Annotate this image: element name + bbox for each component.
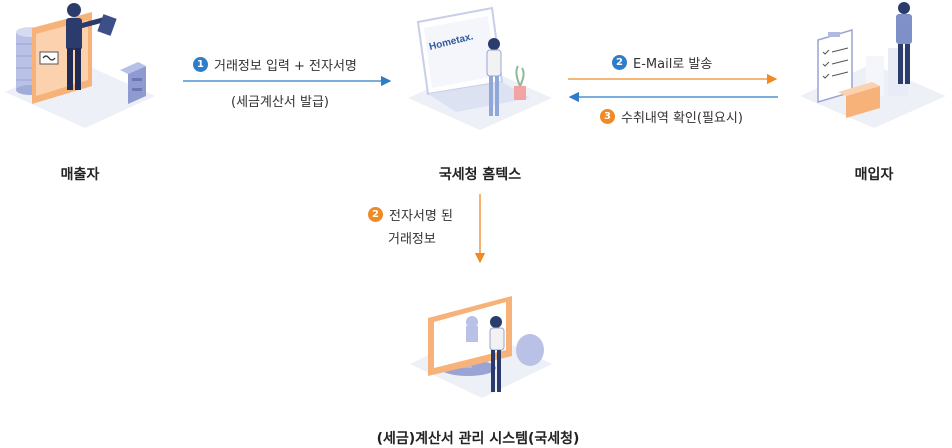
step-3-badge: 3 <box>600 109 615 124</box>
node-label-system: (세금)계산서 관리 시스템(국세청) <box>376 431 580 447</box>
buyer-person-with-document-icon <box>800 2 946 128</box>
step-2-mail-label: 2 E-Mail로 발송 <box>612 53 712 72</box>
step-1-badge: 1 <box>193 57 208 72</box>
node-label-buyer: 매입자 <box>854 167 894 183</box>
monitor-management-system-icon <box>410 296 552 398</box>
laptop-hometax-icon <box>408 6 552 130</box>
step-3-label: 3 수취내역 확인(필요시) <box>600 107 743 126</box>
step-2-down-line1: 전자서명 된 <box>389 209 453 224</box>
step-2-down-label: 2 전자서명 된 <box>368 205 453 224</box>
node-label-hometax: 국세청 홈텍스 <box>438 167 522 183</box>
step-2-mail-badge: 2 <box>612 55 627 70</box>
step-2-down-line2: 거래정보 <box>388 232 436 247</box>
step-3-text: 수취내역 확인(필요시) <box>621 111 743 126</box>
step-2-mail-text: E-Mail로 발송 <box>633 57 713 72</box>
step-2-down-badge: 2 <box>368 207 383 222</box>
step-1-label: 1 거래정보 입력 + 전자서명 <box>193 55 357 74</box>
step-1-subtext: (세금계산서 발급) <box>231 95 329 110</box>
node-label-seller: 매출자 <box>60 167 100 183</box>
step-1-text: 거래정보 입력 + 전자서명 <box>214 59 357 74</box>
seller-person-with-coins-icon <box>5 3 155 128</box>
